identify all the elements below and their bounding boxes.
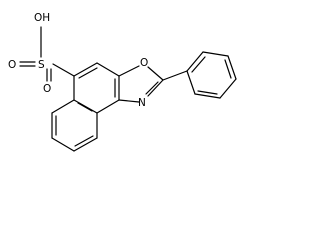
ring-oxygen-label: O xyxy=(140,57,148,69)
bond-ph-2-3 xyxy=(202,51,229,57)
bond-ph-1-2-inner xyxy=(191,56,206,73)
bond-c8-c9 xyxy=(96,99,120,114)
bond-ph-5-6 xyxy=(194,93,221,99)
bond-c6-c7 xyxy=(96,62,120,77)
bond-c13-c14-inner xyxy=(74,135,94,147)
bond-c10-c11 xyxy=(51,99,75,114)
bond-ph-6-1 xyxy=(186,70,196,95)
ring-nitrogen-label: N xyxy=(138,97,146,109)
bond-c9-c10 xyxy=(73,99,98,114)
hydroxyl-label: OH xyxy=(34,12,50,24)
bond-c2-n xyxy=(147,79,164,97)
bond-ph-4-5 xyxy=(219,78,237,99)
chemical-structure-diagram: OH O S O O N xyxy=(8,12,237,152)
bond-c9-c10-inner xyxy=(77,102,93,112)
bond-c5-c6-inner xyxy=(78,67,98,79)
bond-ph-1-2 xyxy=(186,51,204,72)
bond-s-c5 xyxy=(52,63,75,77)
sulfur-label: S xyxy=(38,59,45,71)
sulfonyl-oxygen-upper-label: O xyxy=(8,59,16,71)
bond-ph-3-4-inner xyxy=(224,59,232,79)
sulfonyl-oxygen-lower-label: O xyxy=(43,83,51,95)
bond-n-c8 xyxy=(118,99,140,103)
bond-ph-3-4 xyxy=(227,55,237,80)
bond-c13-c14 xyxy=(73,137,98,152)
bond-c7-o xyxy=(118,65,140,77)
bond-o-c2 xyxy=(147,66,164,81)
bond-ph-5-6-inner xyxy=(197,90,218,95)
bond-c5-c6 xyxy=(73,62,98,77)
bond-c2-ph xyxy=(162,70,188,81)
bond-c2-n-inner xyxy=(145,81,159,95)
bond-c12-c13 xyxy=(51,137,75,152)
